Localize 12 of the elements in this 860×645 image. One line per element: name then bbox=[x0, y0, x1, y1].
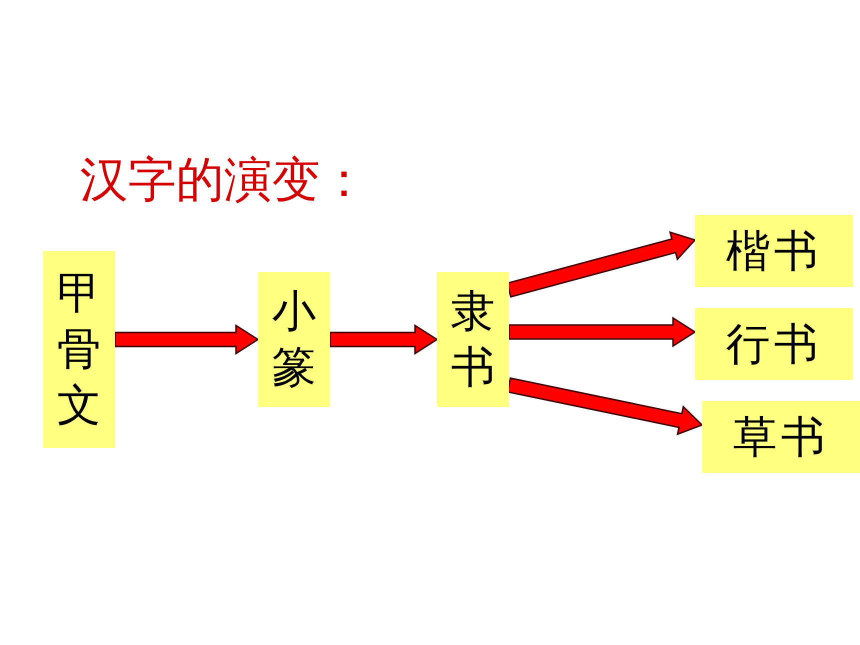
label-box: 隶书 bbox=[437, 272, 509, 407]
label-box: 小篆 bbox=[258, 272, 330, 407]
block-arrow bbox=[506, 377, 704, 436]
label-box: 楷书 bbox=[695, 215, 853, 287]
block-arrow bbox=[506, 231, 696, 298]
label-box: 草书 bbox=[702, 401, 860, 473]
label-box: 行书 bbox=[695, 308, 853, 380]
label-box: 甲骨文 bbox=[43, 251, 115, 448]
block-arrow bbox=[508, 316, 696, 348]
block-arrow bbox=[114, 324, 260, 355]
title-heading: 汉字的演变： bbox=[80, 151, 368, 210]
block-arrow bbox=[329, 324, 438, 355]
